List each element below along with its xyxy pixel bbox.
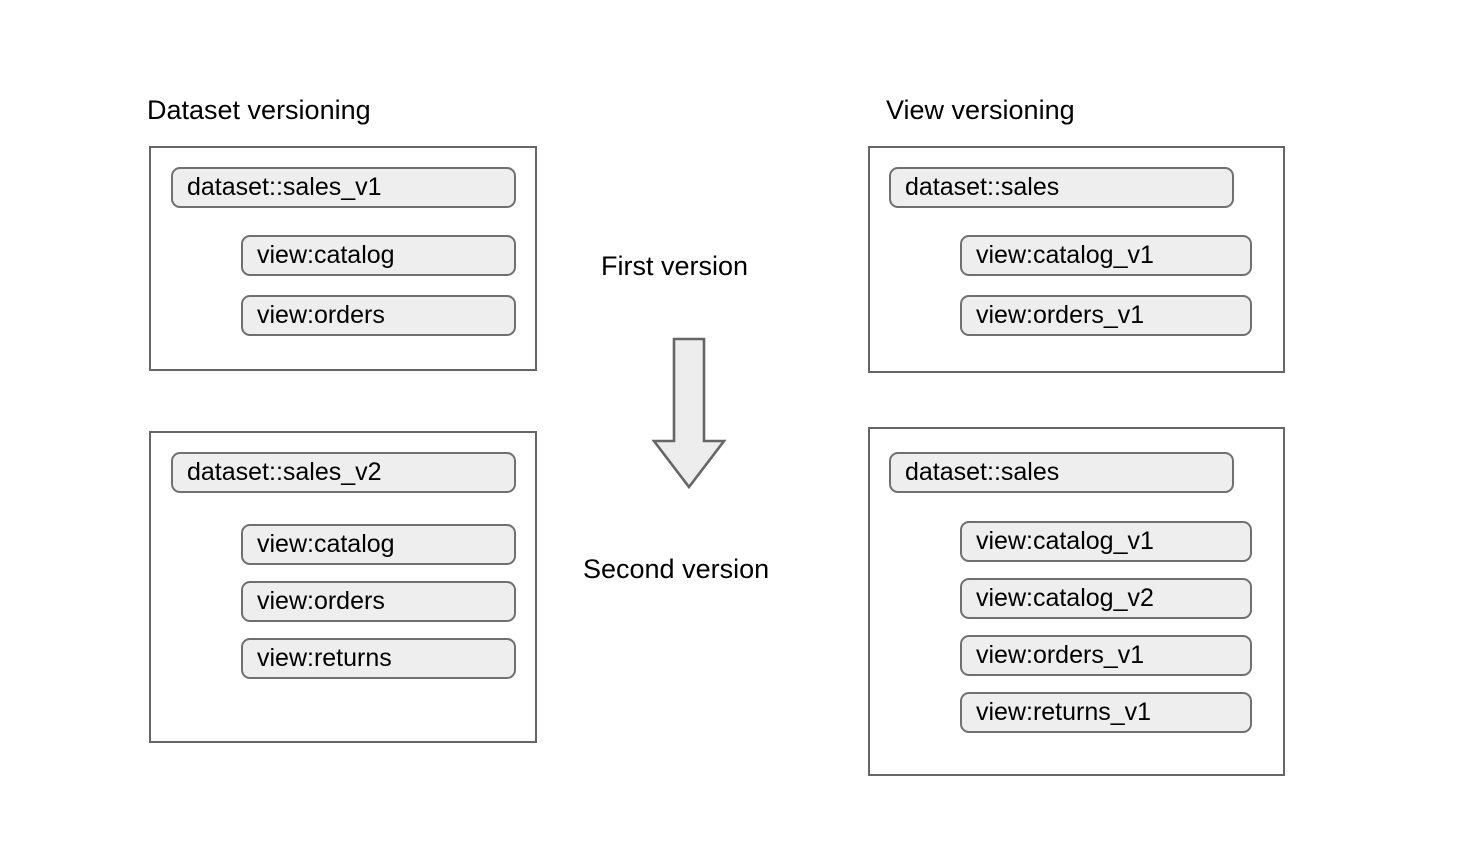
view-node-orders-v1[interactable]: view:orders_v1 <box>960 635 1252 676</box>
view-node-orders[interactable]: view:orders <box>241 581 516 622</box>
view-node-catalog-v1[interactable]: view:catalog_v1 <box>960 521 1252 562</box>
view-node-returns-v1[interactable]: view:returns_v1 <box>960 692 1252 733</box>
view-node-returns[interactable]: view:returns <box>241 638 516 679</box>
column-heading-view-versioning: View versioning <box>886 95 1075 125</box>
column-heading-dataset-versioning: Dataset versioning <box>147 95 371 125</box>
view-node-catalog[interactable]: view:catalog <box>241 524 516 565</box>
view-node-orders[interactable]: view:orders <box>241 295 516 336</box>
dataset-node-sales-v2[interactable]: dataset::sales_v2 <box>171 452 516 493</box>
down-arrow-icon <box>651 337 727 490</box>
group-dataset-sales-v1: dataset::sales_v1 view:catalog view:orde… <box>149 146 537 371</box>
group-dataset-sales-v2: dataset::sales_v2 view:catalog view:orde… <box>149 431 537 743</box>
dataset-node-sales[interactable]: dataset::sales <box>889 452 1234 493</box>
flow-label-first-version: First version <box>601 251 749 281</box>
dataset-node-sales[interactable]: dataset::sales <box>889 167 1234 208</box>
group-view-sales-first: dataset::sales view:catalog_v1 view:orde… <box>868 146 1285 373</box>
view-node-catalog-v1[interactable]: view:catalog_v1 <box>960 235 1252 276</box>
dataset-node-sales-v1[interactable]: dataset::sales_v1 <box>171 167 516 208</box>
group-view-sales-second: dataset::sales view:catalog_v1 view:cata… <box>868 427 1285 776</box>
view-node-catalog-v2[interactable]: view:catalog_v2 <box>960 578 1252 619</box>
view-node-catalog[interactable]: view:catalog <box>241 235 516 276</box>
flow-label-second-version: Second version <box>583 554 770 584</box>
view-node-orders-v1[interactable]: view:orders_v1 <box>960 295 1252 336</box>
